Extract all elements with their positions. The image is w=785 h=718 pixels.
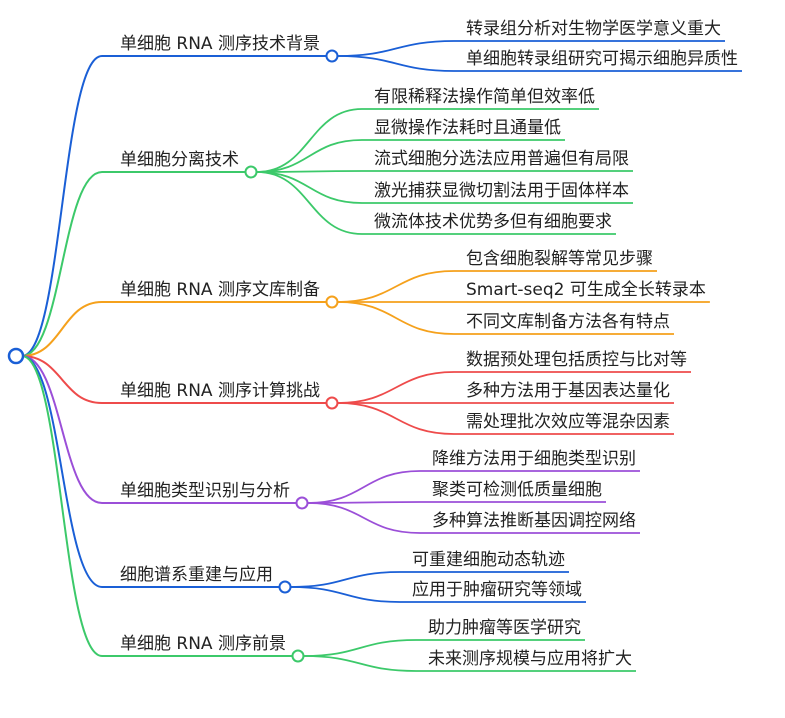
branch-child-link — [337, 301, 455, 335]
child-node-label: 多种算法推断基因调控网络 — [432, 511, 636, 531]
branch-child-link — [337, 55, 455, 72]
child-node-label: 转录组分析对生物学医学意义重大 — [466, 19, 721, 39]
branch-node-label: 单细胞分离技术 — [120, 150, 239, 170]
branch-child-link — [256, 170, 363, 173]
branch-child-link — [256, 108, 363, 173]
child-node-label: 应用于肿瘤研究等领域 — [412, 580, 582, 600]
child-node-label: 显微操作法耗时且通量低 — [374, 118, 561, 138]
root-branch-link — [21, 171, 103, 357]
branch-node-label: 细胞谱系重建与应用 — [120, 565, 273, 585]
branch-child-link — [256, 171, 363, 235]
child-node-label: 聚类可检测低质量细胞 — [432, 480, 602, 500]
branch-node-label: 单细胞 RNA 测序文库制备 — [120, 280, 320, 300]
child-node-label: 数据预处理包括质控与比对等 — [466, 350, 687, 370]
branch-node-label: 单细胞类型识别与分析 — [120, 481, 290, 501]
root-branch-link — [21, 355, 103, 657]
branch-collapse-node[interactable] — [278, 580, 292, 594]
mindmap-links — [21, 40, 742, 672]
branch-child-link — [307, 501, 421, 504]
child-node-label: 单细胞转录组研究可揭示细胞异质性 — [466, 49, 738, 69]
branch-node-label: 单细胞 RNA 测序技术背景 — [120, 34, 320, 54]
child-node-label: 激光捕获显微切割法用于固体样本 — [374, 181, 629, 201]
branch-collapse-node[interactable] — [295, 496, 309, 510]
child-node-label: 降维方法用于细胞类型识别 — [432, 449, 636, 469]
branch-child-link — [256, 171, 363, 204]
child-node-label: 不同文库制备方法各有特点 — [466, 312, 670, 332]
branch-collapse-node[interactable] — [244, 165, 258, 179]
branch-child-link — [337, 402, 455, 435]
child-node-label: 有限稀释法操作简单但效率低 — [374, 87, 595, 107]
branch-child-link — [337, 40, 455, 57]
root-branch-link — [21, 301, 103, 357]
branch-child-link — [307, 502, 421, 534]
branch-collapse-node[interactable] — [325, 295, 339, 309]
child-node-label: 助力肿瘤等医学研究 — [428, 618, 581, 638]
branch-child-link — [307, 470, 421, 504]
child-node-label: 包含细胞裂解等常见步骤 — [466, 249, 653, 269]
root-node[interactable] — [7, 347, 25, 365]
root-branch-link — [21, 355, 103, 588]
branch-collapse-node[interactable] — [325, 49, 339, 63]
child-node-label: 微流体技术优势多但有细胞要求 — [374, 212, 612, 232]
branch-collapse-node[interactable] — [325, 396, 339, 410]
child-node-label: 可重建细胞动态轨迹 — [412, 550, 565, 570]
branch-child-link — [337, 371, 455, 404]
branch-child-link — [303, 639, 417, 657]
branch-child-link — [290, 571, 401, 588]
branch-child-link — [303, 655, 417, 672]
branch-node-label: 单细胞 RNA 测序前景 — [120, 634, 286, 654]
root-branch-link — [21, 355, 103, 404]
child-node-label: 流式细胞分选法应用普遍但有局限 — [374, 149, 629, 169]
child-node-label: Smart-seq2 可生成全长转录本 — [466, 280, 706, 300]
branch-child-link — [337, 270, 455, 303]
child-node-label: 未来测序规模与应用将扩大 — [428, 649, 632, 669]
child-node-label: 多种方法用于基因表达量化 — [466, 381, 670, 401]
branch-child-link — [290, 586, 401, 603]
branch-child-link — [256, 139, 363, 173]
branch-collapse-node[interactable] — [291, 649, 305, 663]
root-branch-link — [21, 55, 103, 357]
child-node-label: 需处理批次效应等混杂因素 — [466, 412, 670, 432]
root-branch-link — [21, 355, 103, 504]
branch-node-label: 单细胞 RNA 测序计算挑战 — [120, 381, 320, 401]
